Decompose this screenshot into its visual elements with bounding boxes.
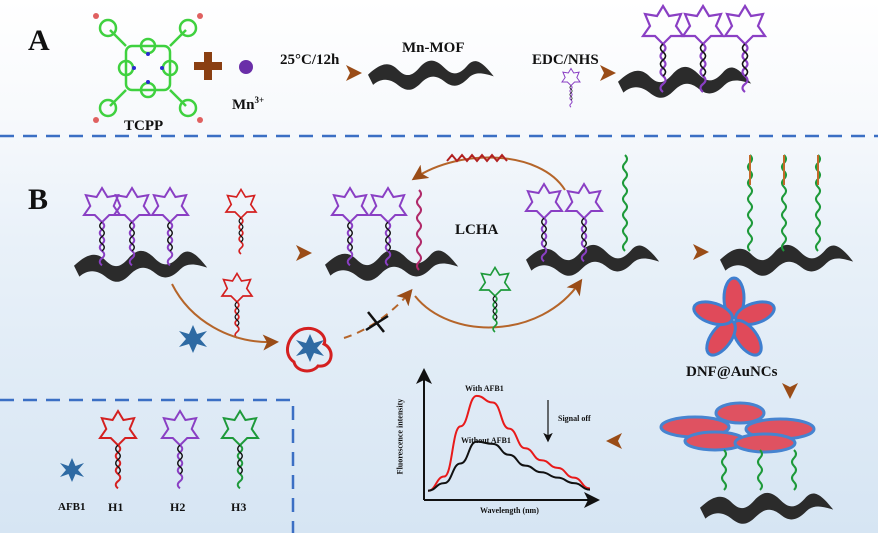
legend-afb1-icon <box>60 458 84 482</box>
legend-h2-label: H2 <box>170 500 186 514</box>
arrow-blocked-path <box>343 288 413 339</box>
arrow-h1-recycle <box>411 156 566 191</box>
signal-off-annotation: Signal off <box>558 414 591 423</box>
afb1-h1-complex-icon <box>285 327 333 373</box>
panel-a-label: A <box>28 24 50 57</box>
h3-hairpin-icon <box>479 266 511 333</box>
mn-symbol: Mn <box>232 97 255 113</box>
afb1-star-icon <box>179 325 207 353</box>
dnf-bound-complex-icon <box>659 401 816 454</box>
h1-hairpin-icon <box>225 188 257 255</box>
mn-ion-icon <box>239 60 253 74</box>
mof-h1h2-sheet-icon <box>325 249 459 281</box>
legend-h1-label: H1 <box>108 500 124 514</box>
h2-hairpin-icon <box>561 68 581 108</box>
step-2-condition: EDC/NHS <box>532 52 599 68</box>
series-line-0 <box>427 394 591 492</box>
series-label-without-afb1: Without AFB1 <box>461 436 511 445</box>
arrow-h3-binding <box>414 278 583 329</box>
h2-hairpin-icon <box>331 187 369 267</box>
legend-h2-icon <box>161 410 199 490</box>
mof-duplex-sheet-icon <box>720 244 854 276</box>
lcha-label: LCHA <box>455 222 499 238</box>
series-label-with-afb1: With AFB1 <box>465 384 504 393</box>
mof-final-sheet-icon <box>700 492 834 524</box>
legend-h1-icon <box>99 410 137 490</box>
mof-h2-sheet-icon <box>74 250 208 282</box>
tcpp-label: TCPP <box>124 118 164 134</box>
step-1-condition: 25°C/12h <box>280 52 340 68</box>
fluorescence-chart <box>416 368 600 508</box>
panel-b-label: B <box>28 183 49 216</box>
plus-icon <box>194 52 222 80</box>
legend-afb1-label: AFB1 <box>58 501 86 513</box>
duplex-strands <box>747 154 821 252</box>
h2-h3-duplex-icon <box>622 154 628 252</box>
legend-box-border <box>0 398 295 533</box>
released-h1-strand-icon <box>446 153 508 163</box>
dnf-aunc-label: DNF@AuNCs <box>686 364 778 380</box>
dnf-aunc-nanoflower-icon <box>692 276 776 357</box>
h1-hairpin-icon <box>221 272 253 339</box>
mn-charge: 3+ <box>254 95 265 105</box>
final-duplex-strands <box>721 449 797 491</box>
legend-h3-label: H3 <box>231 500 247 514</box>
tcpp-molecule <box>93 13 203 123</box>
series-line-1 <box>427 440 591 492</box>
mn-ion-label: Mn3+ <box>232 95 264 114</box>
h1-h2-duplex-icon <box>416 189 422 271</box>
mn-mof-label: Mn-MOF <box>402 40 465 56</box>
arrow-afb1-binding <box>171 283 279 351</box>
x-axis-label: Wavelength (nm) <box>480 506 539 515</box>
y-axis-label: Fluorescence intensity <box>395 398 405 475</box>
mn-mof-sheet-icon <box>368 60 494 90</box>
mof-h2-sheet-icon <box>618 66 752 98</box>
legend-h3-icon <box>221 410 259 490</box>
h2-hairpin-icon <box>83 187 121 267</box>
blocked-x-icon <box>365 311 389 333</box>
